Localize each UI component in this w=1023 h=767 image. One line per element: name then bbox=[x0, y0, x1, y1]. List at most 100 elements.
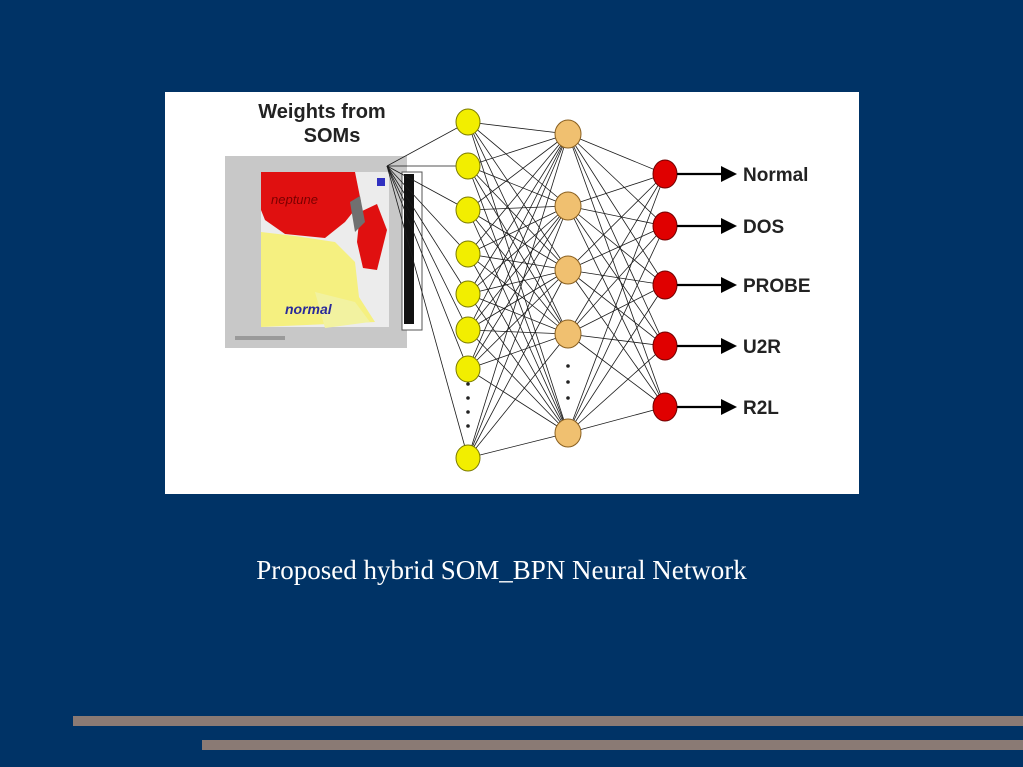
connection-line bbox=[567, 205, 666, 347]
connection-line bbox=[467, 121, 569, 271]
connection-line bbox=[567, 133, 666, 408]
input-ellipsis-dot bbox=[466, 396, 470, 400]
connection-line bbox=[567, 173, 666, 271]
connection-line bbox=[467, 133, 569, 255]
connection-line bbox=[467, 133, 569, 167]
output-label-u2r: U2R bbox=[743, 337, 781, 358]
connection-line bbox=[386, 165, 469, 370]
connection-line bbox=[467, 121, 569, 135]
connection-line bbox=[567, 225, 666, 335]
connection-line bbox=[567, 333, 666, 408]
output-arrowhead bbox=[721, 338, 737, 354]
output-node bbox=[652, 331, 678, 361]
input-node bbox=[455, 355, 481, 383]
hidden-ellipsis-dot bbox=[566, 364, 570, 368]
hidden-node bbox=[554, 418, 582, 448]
output-node bbox=[652, 211, 678, 241]
connection-line bbox=[467, 133, 569, 331]
connection-line bbox=[386, 165, 469, 459]
output-arrowhead bbox=[721, 218, 737, 234]
connection-line bbox=[467, 205, 569, 331]
connection-line bbox=[567, 269, 666, 408]
connection-line bbox=[467, 329, 569, 434]
connection-line bbox=[567, 225, 666, 434]
connection-line bbox=[567, 205, 666, 286]
connection-line bbox=[567, 269, 666, 286]
som-map-image: neptune normal bbox=[225, 156, 423, 348]
connection-line bbox=[467, 209, 569, 335]
connection-line bbox=[467, 205, 569, 459]
input-node bbox=[455, 196, 481, 224]
output-label-probe: PROBE bbox=[743, 276, 811, 297]
connection-line bbox=[386, 121, 469, 167]
layer-ellipsis bbox=[466, 364, 570, 428]
connection-line bbox=[467, 133, 569, 370]
connection-line bbox=[567, 133, 666, 227]
input-ellipsis-dot bbox=[466, 424, 470, 428]
decorative-bar-bottom bbox=[202, 740, 1023, 750]
connection-line bbox=[567, 269, 666, 347]
output-arrowhead bbox=[721, 277, 737, 293]
hidden-node bbox=[554, 319, 582, 349]
connection-line bbox=[467, 165, 569, 434]
hidden-node bbox=[554, 119, 582, 149]
connection-line bbox=[467, 209, 569, 434]
connection-line bbox=[467, 121, 569, 434]
connection-line bbox=[467, 432, 569, 459]
connection-line bbox=[467, 133, 569, 295]
connection-line bbox=[567, 284, 666, 434]
connection-line bbox=[467, 368, 569, 434]
connection-line bbox=[467, 269, 569, 370]
som-label-neptune: neptune bbox=[271, 192, 318, 207]
hidden-ellipsis-dot bbox=[566, 380, 570, 384]
connection-line bbox=[467, 121, 569, 207]
output-node bbox=[652, 270, 678, 300]
output-node bbox=[652, 392, 678, 422]
input-node bbox=[455, 280, 481, 308]
connection-line bbox=[467, 165, 569, 271]
connection-line bbox=[567, 205, 666, 408]
connection-line bbox=[567, 406, 666, 434]
connection-line bbox=[467, 293, 569, 335]
connection-line bbox=[567, 205, 666, 227]
output-label-r2l: R2L bbox=[743, 398, 779, 419]
input-ellipsis-dot bbox=[466, 382, 470, 386]
output-label-dos: DOS bbox=[743, 217, 784, 238]
hidden-node bbox=[554, 191, 582, 221]
connection-line bbox=[567, 133, 666, 347]
connection-line bbox=[467, 205, 569, 211]
connection-line bbox=[467, 133, 569, 459]
connection-line bbox=[567, 173, 666, 434]
connection-line bbox=[467, 165, 569, 207]
connection-line bbox=[467, 209, 569, 271]
connection-line bbox=[567, 333, 666, 347]
connection-line bbox=[386, 165, 469, 331]
hidden-node bbox=[554, 255, 582, 285]
connection-line bbox=[386, 165, 469, 211]
decorative-bar-top bbox=[73, 716, 1023, 726]
som-title-line2: SOMs bbox=[304, 125, 361, 147]
connection-line bbox=[467, 121, 569, 335]
output-arrowhead bbox=[721, 166, 737, 182]
connection-line bbox=[567, 133, 666, 286]
connection-line bbox=[467, 333, 569, 370]
connection-line bbox=[467, 205, 569, 295]
input-node bbox=[455, 316, 481, 344]
input-node bbox=[455, 240, 481, 268]
connection-line bbox=[386, 165, 469, 295]
output-arrowhead bbox=[721, 399, 737, 415]
output-node bbox=[652, 159, 678, 189]
connection-line bbox=[467, 133, 569, 211]
connection-line bbox=[567, 284, 666, 335]
hidden-ellipsis-dot bbox=[566, 396, 570, 400]
som-label-normal: normal bbox=[285, 301, 333, 317]
input-node bbox=[455, 152, 481, 180]
slide-caption: Proposed hybrid SOM_BPN Neural Network bbox=[256, 555, 747, 585]
connection-line bbox=[467, 205, 569, 255]
connection-line bbox=[467, 269, 569, 331]
input-node bbox=[455, 444, 481, 472]
connection-line bbox=[467, 253, 569, 271]
connection-line bbox=[467, 205, 569, 370]
connection-line bbox=[467, 269, 569, 295]
